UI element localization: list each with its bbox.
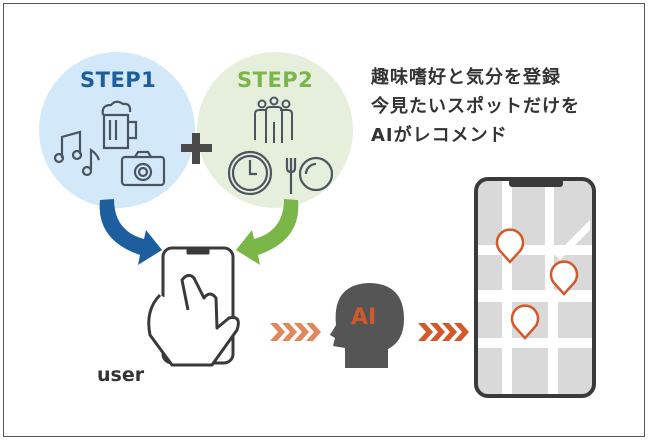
- user-phone-hand-icon: [147, 246, 240, 367]
- fork-plate-icon: [285, 156, 334, 194]
- step2-label: STEP2: [237, 68, 314, 92]
- group-people-icon: [254, 96, 293, 143]
- music-notes-icon: [53, 130, 101, 177]
- description-line-3: AIがレコメンド: [371, 125, 508, 146]
- chevrons-right: [418, 323, 469, 341]
- map-pin-icon: [495, 228, 525, 264]
- ai-head-icon: [330, 283, 404, 368]
- beer-mug-icon: [101, 100, 138, 150]
- clock-icon: [227, 150, 273, 196]
- chevrons-left: [270, 323, 321, 341]
- step1-arrow: [99, 199, 162, 265]
- description-line-1: 趣味嗜好と気分を登録: [371, 67, 561, 88]
- map-pin-icon: [549, 260, 579, 296]
- ai-label: AI: [351, 305, 377, 330]
- plus-icon: [181, 133, 212, 164]
- map-pin-icon: [510, 304, 540, 340]
- camera-icon: [120, 150, 166, 187]
- map-phone: [474, 177, 596, 398]
- description-line-2: 今見たいスポットだけを: [371, 96, 580, 117]
- user-label: user: [97, 364, 145, 386]
- map-pins: [495, 228, 579, 340]
- frame-border: [3, 3, 645, 437]
- step1-label: STEP1: [80, 68, 157, 92]
- step2-arrow: [236, 199, 299, 265]
